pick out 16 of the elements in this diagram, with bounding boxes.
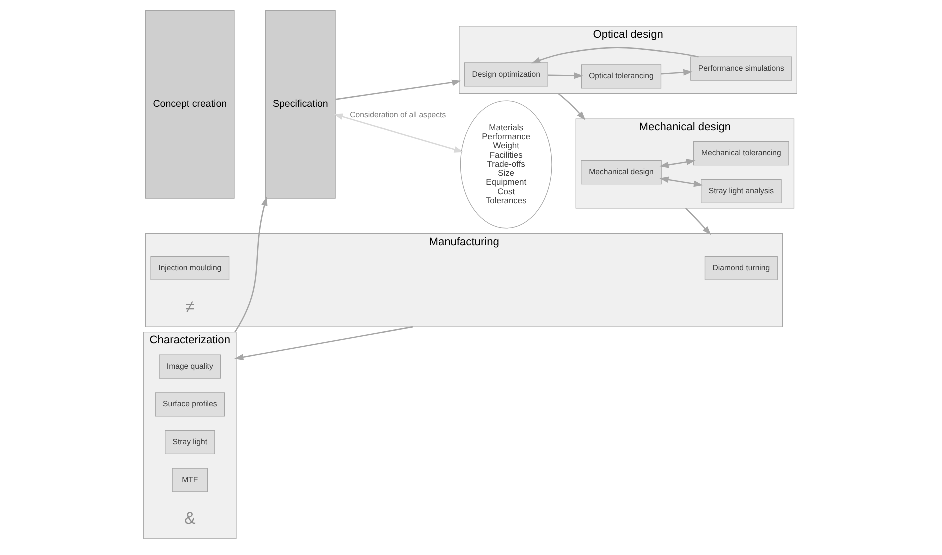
node-box: Specification xyxy=(264,10,336,199)
arrow xyxy=(557,93,586,121)
arrow xyxy=(234,196,268,333)
arrow xyxy=(531,47,698,64)
arrow xyxy=(660,69,692,76)
arrow xyxy=(659,176,703,188)
arrow xyxy=(335,80,461,100)
arrow xyxy=(659,159,696,168)
arrow xyxy=(333,114,464,153)
arrow xyxy=(548,72,583,80)
label: ≠ xyxy=(185,297,194,316)
node-box: Concept creation xyxy=(145,10,234,199)
node-ellipse: Materials Performance Weight Facilities Trade-offs Size Equipment Cost Tolerances xyxy=(460,100,552,229)
arrow xyxy=(684,208,711,236)
arrow xyxy=(234,326,413,361)
label: & xyxy=(184,509,196,528)
